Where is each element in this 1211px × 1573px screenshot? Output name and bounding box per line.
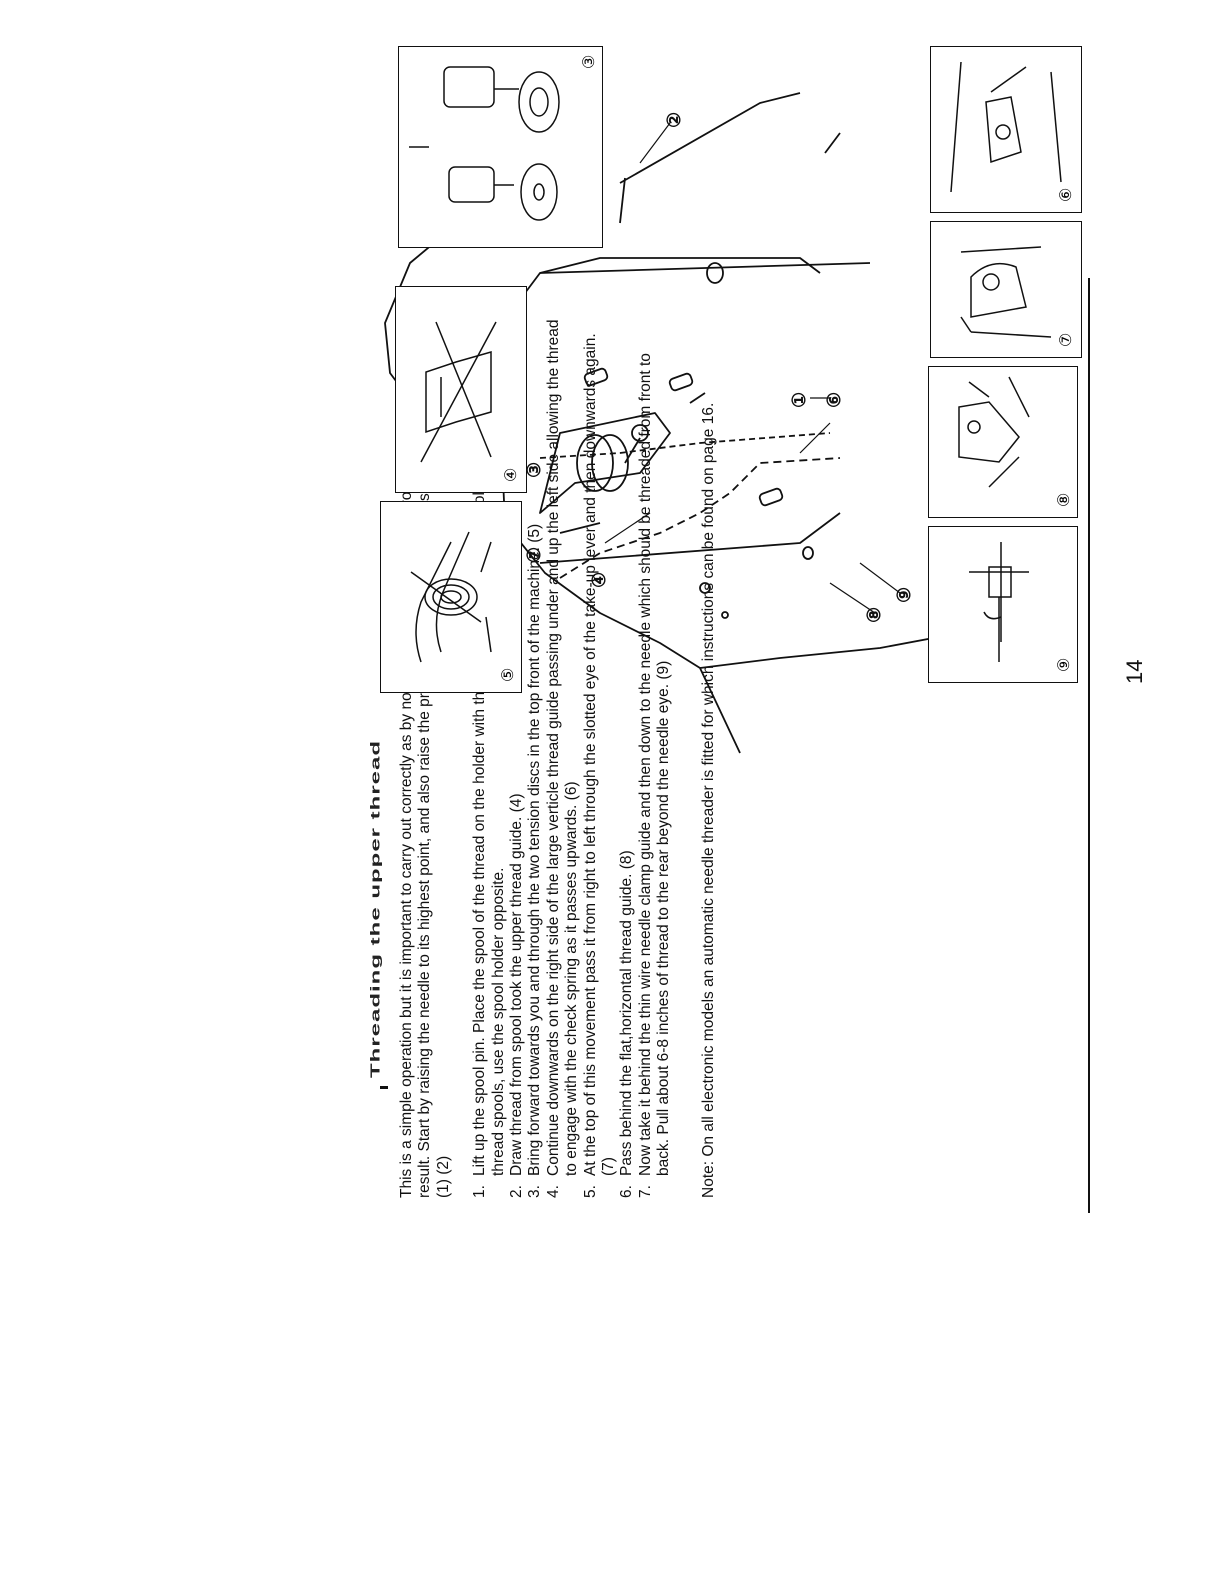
needle-eye-illustration: ⑨ [969,542,1073,672]
callout-2: ② [664,112,684,128]
pillar-edge [539,262,871,274]
inset-panel-3: ③ [398,46,603,248]
spool-pin-illustration: ③ [409,55,598,221]
inset-panel-5: ⑤ [380,501,522,693]
top-panel-edge [539,512,841,564]
thread-path [559,457,841,579]
callout-6: ⑥ [824,392,844,408]
callout-1: ① [789,392,809,408]
inset-panel-9: ⑨ [928,526,1078,683]
inset-panel-8: ⑧ [928,366,1078,518]
panel-label: ⑥ [1058,188,1075,202]
thread-guide-illustration: ④ [420,321,520,482]
callout-9: ⑨ [894,587,914,603]
inset-panel-6: ⑥ [930,46,1082,213]
tension-discs-illustration: ⑤ [410,531,517,682]
panel-label: ⑨ [1056,658,1073,672]
spool-recess [539,412,671,514]
horizontal-guide-illustration: ⑧ [958,376,1073,507]
inset-panel-7: ⑦ [930,221,1082,358]
callout-7: ⑦ [524,547,544,563]
callout-3: ③ [524,462,544,478]
panel-label: ⑧ [1056,493,1073,507]
callout-8: ⑧ [864,607,884,623]
callout-4: ④ [589,572,609,588]
panel-label: ④ [503,468,520,482]
inset-panel-4: ④ [395,286,527,493]
panel-label: ⑤ [500,668,517,682]
check-spring-illustration: ⑥ [950,61,1075,202]
panel-label: ③ [581,55,598,69]
take-up-lever-illustration: ⑦ [960,246,1075,347]
panel-label: ⑦ [1058,333,1075,347]
spool-on-top [576,434,614,492]
